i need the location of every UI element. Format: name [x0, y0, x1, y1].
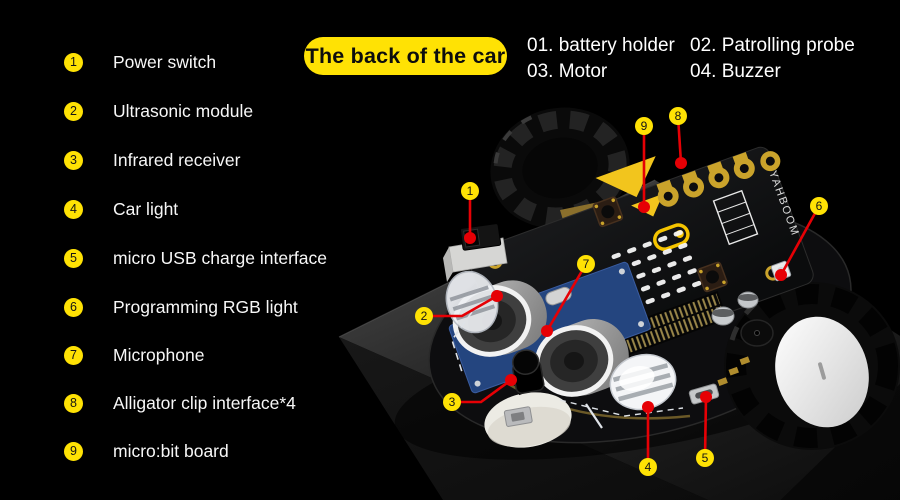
legend-badge: 6 — [64, 297, 83, 317]
legend-badge: 8 — [64, 393, 83, 413]
button-b — [697, 261, 728, 293]
legend-label: Car light — [113, 198, 179, 219]
legend-item-6: 6 Programming RGB light — [64, 295, 298, 319]
title-badge: The back of the car — [304, 37, 507, 75]
button-a — [592, 196, 624, 228]
legend-item-3: 3 Infrared receiver — [64, 148, 240, 172]
parts-list-item: 03. Motor — [527, 61, 608, 82]
callout-badge-3: 3 — [443, 393, 461, 411]
callout-badge-2: 2 — [415, 307, 433, 325]
legend-badge: 4 — [64, 199, 83, 219]
legend-item-9: 9 micro:bit board — [64, 439, 229, 463]
parts-list-item: 02. Patrolling probe — [690, 35, 855, 56]
alligator-pads — [656, 151, 781, 207]
legend-label: Programming RGB light — [113, 296, 298, 317]
legend-label: Infrared receiver — [113, 149, 241, 170]
legend-badge: 5 — [64, 248, 83, 268]
battery-holder — [484, 392, 572, 448]
legend-item-1: 1 Power switch — [64, 50, 216, 74]
parts-list: 01. battery holder 02. Patrolling probe … — [527, 33, 855, 84]
legend-item-2: 2 Ultrasonic module — [64, 99, 253, 123]
ir-receiver — [512, 349, 545, 394]
gold-pads — [717, 356, 751, 386]
legend-label: Microphone — [113, 344, 205, 365]
legend-item-7: 7 Microphone — [64, 343, 204, 367]
legend-item-4: 4 Car light — [64, 197, 178, 221]
legend-badge: 1 — [64, 52, 83, 72]
legend-badge: 7 — [64, 345, 83, 365]
legend-label: micro USB charge interface — [113, 247, 327, 268]
callout-badge-1: 1 — [461, 182, 479, 200]
legend-label: Power switch — [113, 51, 217, 72]
callout-badge-6: 6 — [810, 197, 828, 215]
legend-label: Ultrasonic module — [113, 100, 254, 121]
callout-badge-8: 8 — [669, 107, 687, 125]
chassis-silkscreen — [451, 311, 684, 429]
legend-badge: 3 — [64, 150, 83, 170]
rear-wheel — [490, 107, 630, 229]
microphone-dot — [544, 328, 550, 334]
car-light-dome-front — [609, 353, 677, 411]
capacitors — [711, 291, 759, 326]
title-badge-label: The back of the car — [305, 43, 506, 68]
legend-label: Alligator clip interface*4 — [113, 392, 296, 413]
parts-list-item: 04. Buzzer — [690, 61, 781, 82]
callout-badge-7: 7 — [577, 255, 595, 273]
callout-badge-5: 5 — [696, 449, 714, 467]
spec-box — [712, 189, 759, 246]
legend-label: micro:bit board — [113, 440, 229, 461]
legend-badge: 9 — [64, 441, 83, 461]
callout-badge-9: 9 — [635, 117, 653, 135]
legend-item-5: 5 micro USB charge interface — [64, 246, 327, 270]
parts-list-item: 01. battery holder — [527, 35, 675, 56]
legend-badge: 2 — [64, 101, 83, 121]
callout-badge-4: 4 — [639, 458, 657, 476]
legend-item-8: 8 Alligator clip interface*4 — [64, 391, 296, 415]
